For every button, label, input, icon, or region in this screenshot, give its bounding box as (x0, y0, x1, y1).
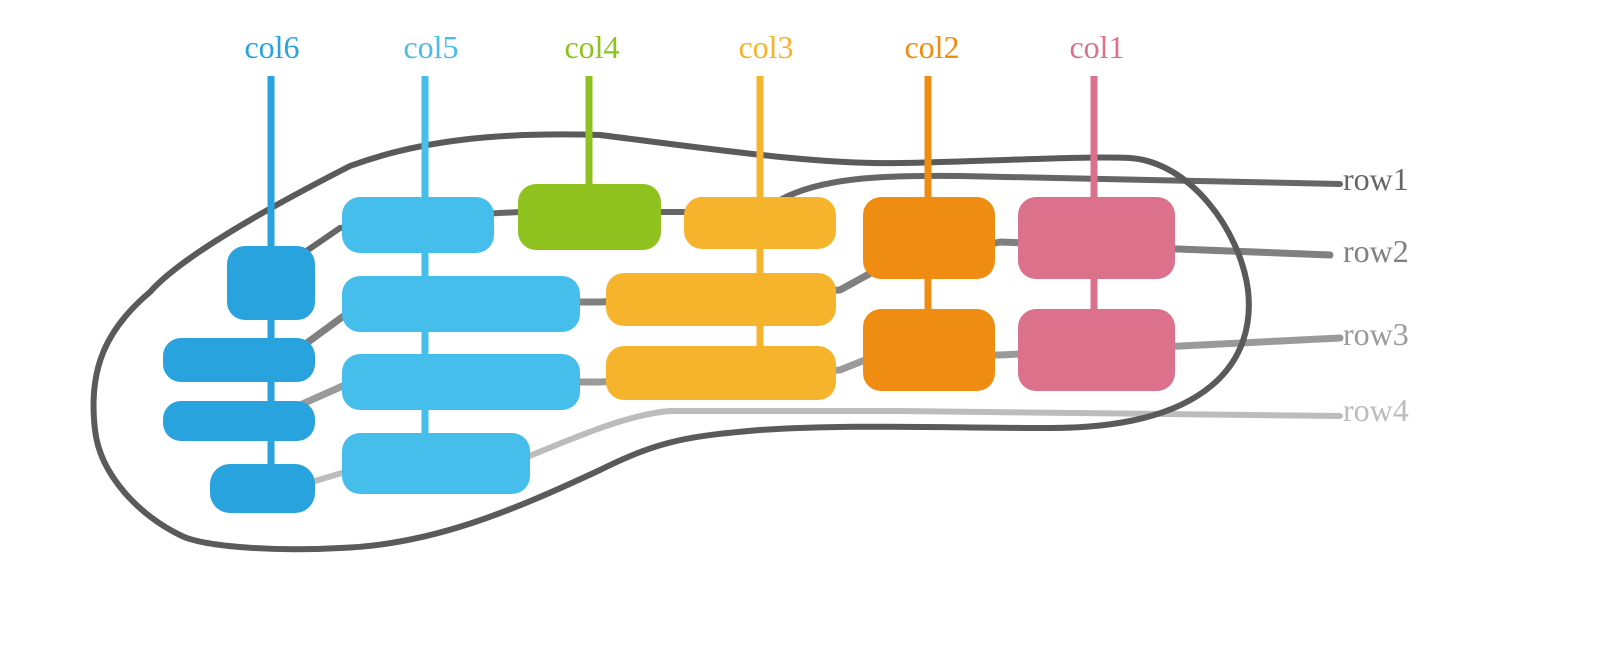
col3-block-row3 (606, 346, 836, 400)
row4-label: row4 (1343, 392, 1409, 428)
col5-block-row2 (342, 276, 580, 332)
col6-block-row3 (163, 401, 315, 441)
col3-label: col3 (738, 29, 793, 65)
col6-label: col6 (244, 29, 299, 65)
col3-block-row1 (684, 197, 836, 249)
row1-label: row1 (1343, 161, 1409, 197)
col1-block-row3 (1018, 309, 1175, 391)
col5-block-row1 (342, 197, 494, 253)
row-labels: row1 row2 row3 row4 (1343, 161, 1409, 428)
col3-block-row2 (606, 273, 836, 326)
column-labels: col6 col5 col4 col3 col2 col1 (244, 29, 1124, 65)
col2-block-row3 (863, 309, 995, 391)
col1-block-row1-2 (1018, 197, 1175, 279)
col1-label: col1 (1069, 29, 1124, 65)
col4-label: col4 (564, 29, 619, 65)
col5-block-row3 (342, 354, 580, 410)
col6-block-row4 (210, 464, 315, 513)
col5-label: col5 (403, 29, 458, 65)
group-outline (90, 131, 1252, 553)
col2-block-row1-2 (863, 197, 995, 279)
row3-label: row3 (1343, 316, 1409, 352)
col6-block-row2 (163, 338, 315, 382)
blocks (163, 184, 1175, 513)
col6-block-row1 (227, 246, 315, 320)
col5-block-row4 (342, 433, 530, 494)
row2-label: row2 (1343, 233, 1409, 269)
col2-label: col2 (904, 29, 959, 65)
col4-block-row1 (518, 184, 661, 250)
